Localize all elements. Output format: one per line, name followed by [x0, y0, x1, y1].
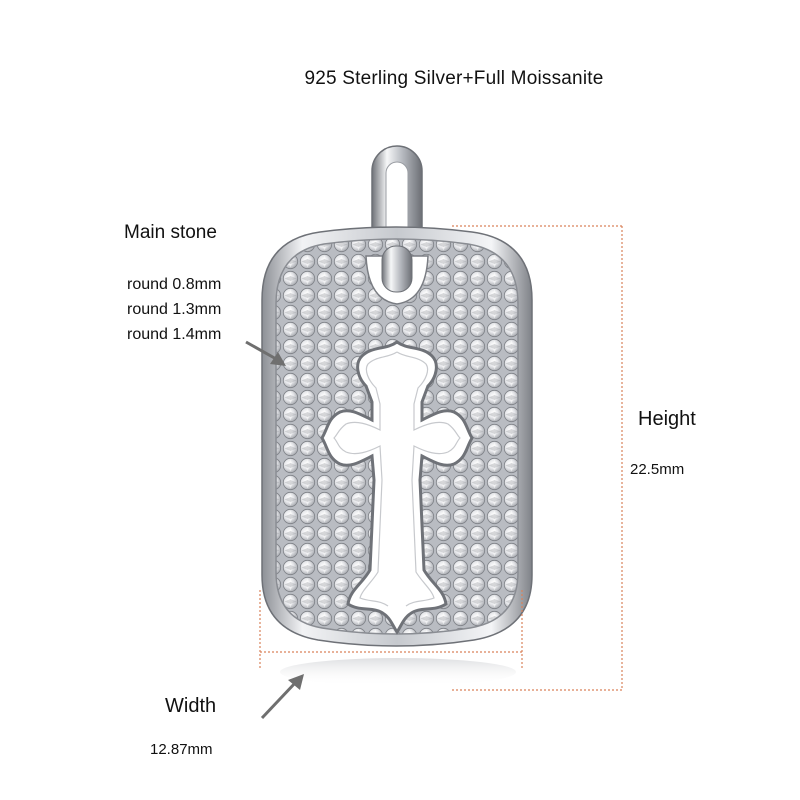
main-stone-label: Main stone [124, 222, 217, 243]
tag-hole [365, 245, 429, 305]
cross-cutout [320, 340, 474, 635]
product-title: 925 Sterling Silver+Full Moissanite [304, 68, 604, 89]
pendant-reflection [280, 658, 516, 686]
width-dimension [259, 590, 523, 668]
stone-size-item: round 1.3mm [127, 301, 222, 318]
height-dimension [452, 225, 623, 691]
stone-size-list: round 0.8mm round 1.3mm round 1.4mm [127, 272, 221, 347]
width-arrow [260, 674, 304, 720]
height-value: 22.5mm [630, 461, 685, 478]
width-value: 12.87mm [150, 741, 213, 758]
main-stone-arrow [245, 340, 286, 366]
width-label: Width [165, 695, 217, 717]
stone-size-item: round 0.8mm [127, 276, 222, 293]
stone-size-item: round 1.4mm [127, 326, 222, 343]
height-label: Height [638, 408, 696, 430]
